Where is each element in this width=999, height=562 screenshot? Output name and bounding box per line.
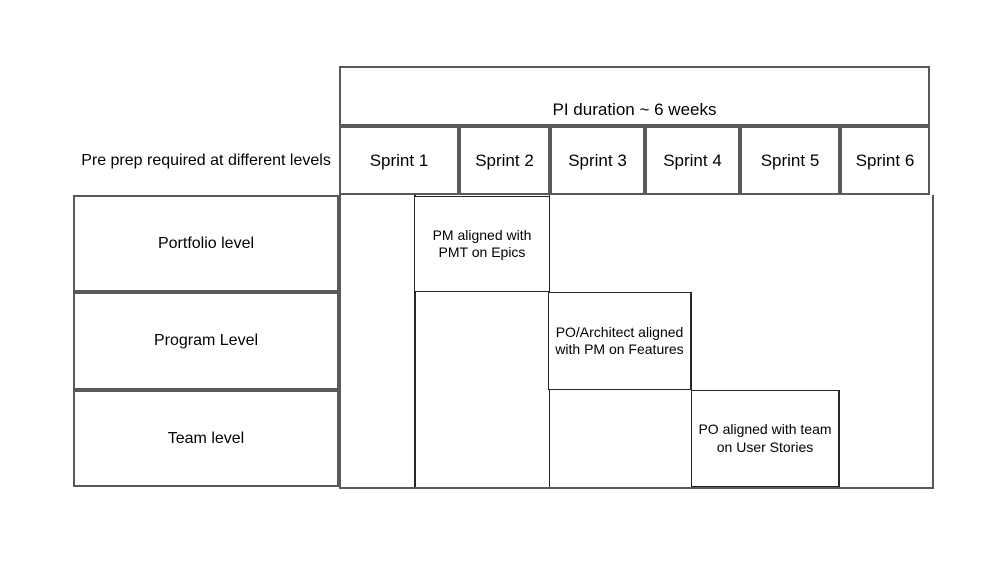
sprint-header-6: Sprint 6 bbox=[840, 126, 930, 195]
level-label-portfolio: Portfolio level bbox=[157, 234, 255, 252]
sprint-header-label-5: Sprint 5 bbox=[760, 150, 820, 170]
activity-callout-epics[interactable]: PM aligned with PMT on Epics bbox=[414, 196, 550, 292]
corner-header-label: Pre prep required at different levels bbox=[73, 126, 339, 195]
callout-features-right-stem bbox=[690, 292, 692, 487]
sprint-header-3: Sprint 3 bbox=[550, 126, 645, 195]
sprint-1-2-divider-stem bbox=[414, 195, 416, 487]
sprint-header-label-4: Sprint 4 bbox=[663, 150, 722, 170]
sprint-header-4: Sprint 4 bbox=[645, 126, 740, 195]
timeline-body-frame bbox=[339, 195, 934, 489]
level-label-program: Program Level bbox=[153, 332, 259, 349]
sprint-header-label-2: Sprint 2 bbox=[475, 150, 534, 170]
activity-label-epics: PM aligned with PMT on Epics bbox=[432, 226, 532, 261]
activity-callout-features[interactable]: PO/Architect aligned with PM on Features bbox=[548, 292, 691, 390]
level-row-label-team: Team level bbox=[73, 390, 339, 487]
activity-label-user-stories: PO aligned with team on User Stories bbox=[698, 421, 832, 455]
callout-stories-right-stem bbox=[838, 390, 840, 487]
sprint-header-1: Sprint 1 bbox=[339, 126, 459, 195]
level-label-team: Team level bbox=[167, 429, 245, 447]
sprint-header-label-6: Sprint 6 bbox=[855, 150, 915, 170]
activity-callout-user-stories[interactable]: PO aligned with team on User Stories bbox=[691, 390, 839, 487]
activity-label-features: PO/Architect aligned with PM on Features bbox=[555, 323, 684, 358]
pi-duration-label: PI duration ~ 6 weeks bbox=[552, 99, 717, 119]
corner-header-text: Pre prep required at different levels bbox=[81, 151, 331, 169]
sprint-header-2: Sprint 2 bbox=[459, 126, 550, 195]
sprint-header-label-1: Sprint 1 bbox=[369, 150, 429, 170]
level-row-label-portfolio: Portfolio level bbox=[73, 195, 339, 292]
sprint-header-5: Sprint 5 bbox=[740, 126, 840, 195]
pi-duration-header: PI duration ~ 6 weeks bbox=[339, 66, 930, 126]
level-row-label-program: Program Level bbox=[73, 292, 339, 390]
sprint-header-label-3: Sprint 3 bbox=[568, 150, 627, 170]
